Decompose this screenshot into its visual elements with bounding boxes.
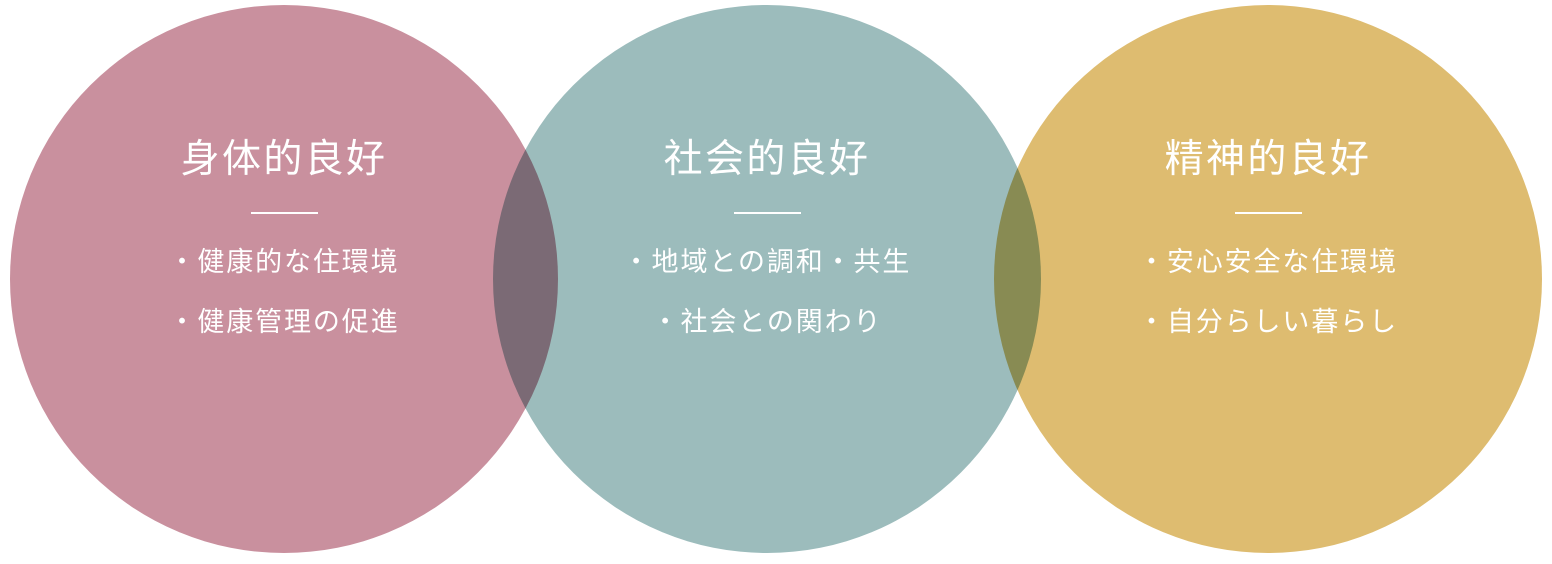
venn-circle-physical [10,5,558,553]
venn-item-list-mental: ・安心安全な住環境 ・自分らしい暮らし [1137,246,1398,337]
venn-item: ・自分らしい暮らし [1137,306,1398,337]
venn-title-physical: 身体的良好 [180,138,388,181]
venn-item: ・地域との調和・共生 [622,246,912,277]
venn-item: ・社会との関わり [651,306,883,337]
venn-title-social: 社会的良好 [663,138,871,181]
venn-divider-mental [1234,211,1302,214]
venn-group-mental: 精神的良好 ・安心安全な住環境 ・自分らしい暮らし [994,5,1542,553]
venn-divider-social [733,211,801,214]
venn-group-physical: 身体的良好 ・健康的な住環境 ・健康管理の促進 [10,5,558,553]
venn-title-mental: 精神的良好 [1164,138,1372,181]
venn-item-list-physical: ・健康的な住環境 ・健康管理の促進 [168,246,400,337]
venn-item: ・健康管理の促進 [168,306,400,337]
venn-item: ・健康的な住環境 [168,246,400,277]
venn-circle-social [493,5,1041,553]
venn-divider-physical [250,211,318,214]
venn-item: ・安心安全な住環境 [1137,246,1398,277]
venn-group-social: 社会的良好 ・地域との調和・共生 ・社会との関わり [493,5,1041,553]
venn-circle-mental [994,5,1542,553]
venn-item-list-social: ・地域との調和・共生 ・社会との関わり [622,246,912,337]
